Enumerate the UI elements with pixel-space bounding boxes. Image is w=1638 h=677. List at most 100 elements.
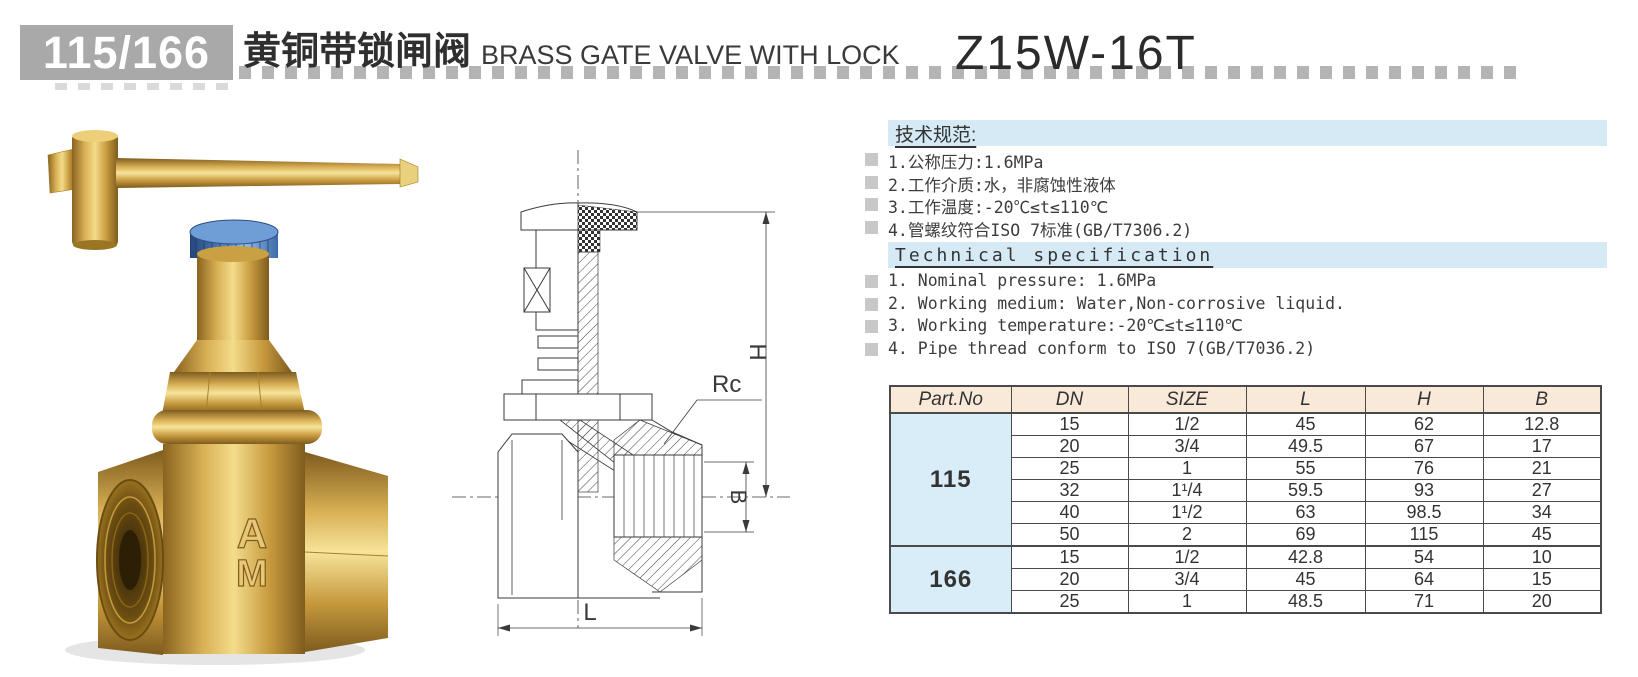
spec-item-text: 2.工作介质:水，非腐蚀性液体	[888, 175, 1116, 195]
spec-item-text: 4.管螺纹符合ISO 7标准(GB/T7306.2)	[888, 220, 1193, 240]
table-cell: 62	[1364, 412, 1484, 436]
dim-label-b: B	[726, 490, 751, 505]
spec-item-text: 4. Pipe thread conform to ISO 7(GB/T7036…	[888, 338, 1316, 358]
table-cell: 71	[1364, 590, 1484, 614]
table-cell: 42.8	[1245, 545, 1366, 569]
spec-heading-stripe-en: Technical specification	[888, 242, 1607, 268]
spec-heading-en: Technical specification	[895, 244, 1214, 266]
table-cell: 1	[1127, 457, 1247, 480]
valve-body-photo: A M	[65, 219, 389, 665]
table-cell: 115	[1364, 523, 1484, 547]
square-bullet-icon	[865, 275, 878, 288]
table-header-cell: H	[1364, 385, 1484, 414]
spec-heading-cn: 技术规范:	[895, 124, 977, 146]
spec-item-text: 3. Working temperature:-20℃≤t≤110℃	[888, 316, 1243, 335]
table-cell: 55	[1245, 457, 1366, 480]
table-cell: 25	[1010, 590, 1129, 614]
dim-label-rc: Rc	[712, 371, 741, 398]
spec-item-text: 3.工作温度:-20℃≤t≤110℃	[888, 198, 1109, 217]
table-cell: 1/2	[1127, 545, 1247, 569]
table-cell: 45	[1245, 412, 1366, 436]
dim-label-h: H	[744, 343, 771, 360]
spec-item: 3.工作温度:-20℃≤t≤110℃	[865, 194, 1607, 217]
table-cell: 49.5	[1245, 435, 1366, 458]
table-cell: 69	[1245, 523, 1366, 547]
table-cell: 3/4	[1127, 435, 1247, 458]
table-cell: 1/2	[1127, 412, 1247, 436]
dim-label-l: L	[583, 599, 596, 626]
table-cell: 34	[1482, 501, 1602, 524]
spec-item: 2.工作介质:水，非腐蚀性液体	[865, 172, 1607, 195]
square-bullet-icon	[865, 297, 878, 311]
table-cell: 17	[1482, 435, 1602, 458]
spec-item-text: 1.公称压力:1.6MPa	[888, 153, 1044, 172]
product-photo: A M	[47, 130, 419, 665]
part-numbers: 115/166	[42, 26, 211, 78]
lock-key	[47, 130, 419, 250]
table-cell: 2	[1127, 523, 1247, 547]
square-bullet-icon	[865, 220, 878, 234]
spec-item: 4.管螺纹符合ISO 7标准(GB/T7306.2)	[865, 217, 1607, 240]
table-cell: 1	[1127, 590, 1247, 614]
table-cell: 50	[1010, 523, 1129, 547]
part-number-badge: 115/166	[20, 25, 233, 80]
table-cell: 54	[1364, 545, 1484, 569]
product-title-en: BRASS GATE VALVE WITH LOCK	[481, 40, 900, 70]
header-titles: 黄铜带锁闸阀 BRASS GATE VALVE WITH LOCK	[243, 25, 900, 80]
table-header-cell: L	[1245, 385, 1366, 414]
table-cell: 67	[1364, 435, 1484, 458]
table-cell: 32	[1010, 479, 1129, 502]
table-header-cell: Part.No	[889, 385, 1012, 414]
table-cell: 20	[1010, 435, 1129, 458]
square-bullet-icon	[865, 153, 878, 166]
table-cell: 40	[1010, 501, 1129, 524]
table-cell: 45	[1482, 523, 1602, 547]
table-cell: 98.5	[1364, 501, 1484, 524]
brand-logo-letter-m: M	[236, 553, 268, 595]
spec-item: 1.公称压力:1.6MPa	[865, 149, 1607, 172]
dashed-divider	[55, 83, 233, 90]
spec-items-en: 1. Nominal pressure: 1.6MPa 2. Working m…	[865, 271, 1607, 361]
table-cell: 93	[1364, 479, 1484, 502]
table-cell: 15	[1010, 412, 1129, 436]
spec-heading-stripe-cn: 技术规范:	[888, 120, 1607, 146]
table-cell: 20	[1482, 590, 1602, 614]
part-no-cell: 115	[889, 412, 1012, 547]
table-header-cell: B	[1482, 385, 1602, 414]
dotted-divider	[239, 66, 1523, 79]
table-cell: 15	[1010, 545, 1129, 569]
spec-item: 2. Working medium: Water,Non-corrosive l…	[865, 294, 1607, 317]
product-title-cn: 黄铜带锁闸阀	[243, 31, 472, 73]
table-cell: 20	[1010, 568, 1129, 591]
table-cell: 27	[1482, 479, 1602, 502]
table-cell: 63	[1245, 501, 1366, 524]
table-header-cell: SIZE	[1127, 385, 1247, 414]
table-cell: 21	[1482, 457, 1602, 480]
square-bullet-icon	[865, 342, 878, 356]
square-bullet-icon	[865, 198, 878, 211]
table-cell: 48.5	[1245, 590, 1366, 614]
table-cell: 76	[1364, 457, 1484, 480]
part-no-cell: 166	[889, 545, 1012, 614]
brand-logo-letter-a: A	[237, 510, 267, 557]
table-cell: 12.8	[1482, 412, 1602, 436]
spec-items-cn: 1.公称压力:1.6MPa 2.工作介质:水，非腐蚀性液体 3.工作温度:-20…	[865, 149, 1607, 240]
square-bullet-icon	[865, 320, 878, 333]
spec-item-text: 1. Nominal pressure: 1.6MPa	[888, 271, 1157, 290]
table-cell: 10	[1482, 545, 1602, 569]
spec-section-cn: 技术规范: 1.公称压力:1.6MPa 2.工作介质:水，非腐蚀性液体 3.工作…	[865, 120, 1607, 240]
spec-item: 1. Nominal pressure: 1.6MPa	[865, 271, 1607, 294]
spec-item-text: 2. Working medium: Water,Non-corrosive l…	[888, 293, 1345, 313]
table-header-cell: DN	[1010, 385, 1129, 414]
table-cell: 25	[1010, 457, 1129, 480]
